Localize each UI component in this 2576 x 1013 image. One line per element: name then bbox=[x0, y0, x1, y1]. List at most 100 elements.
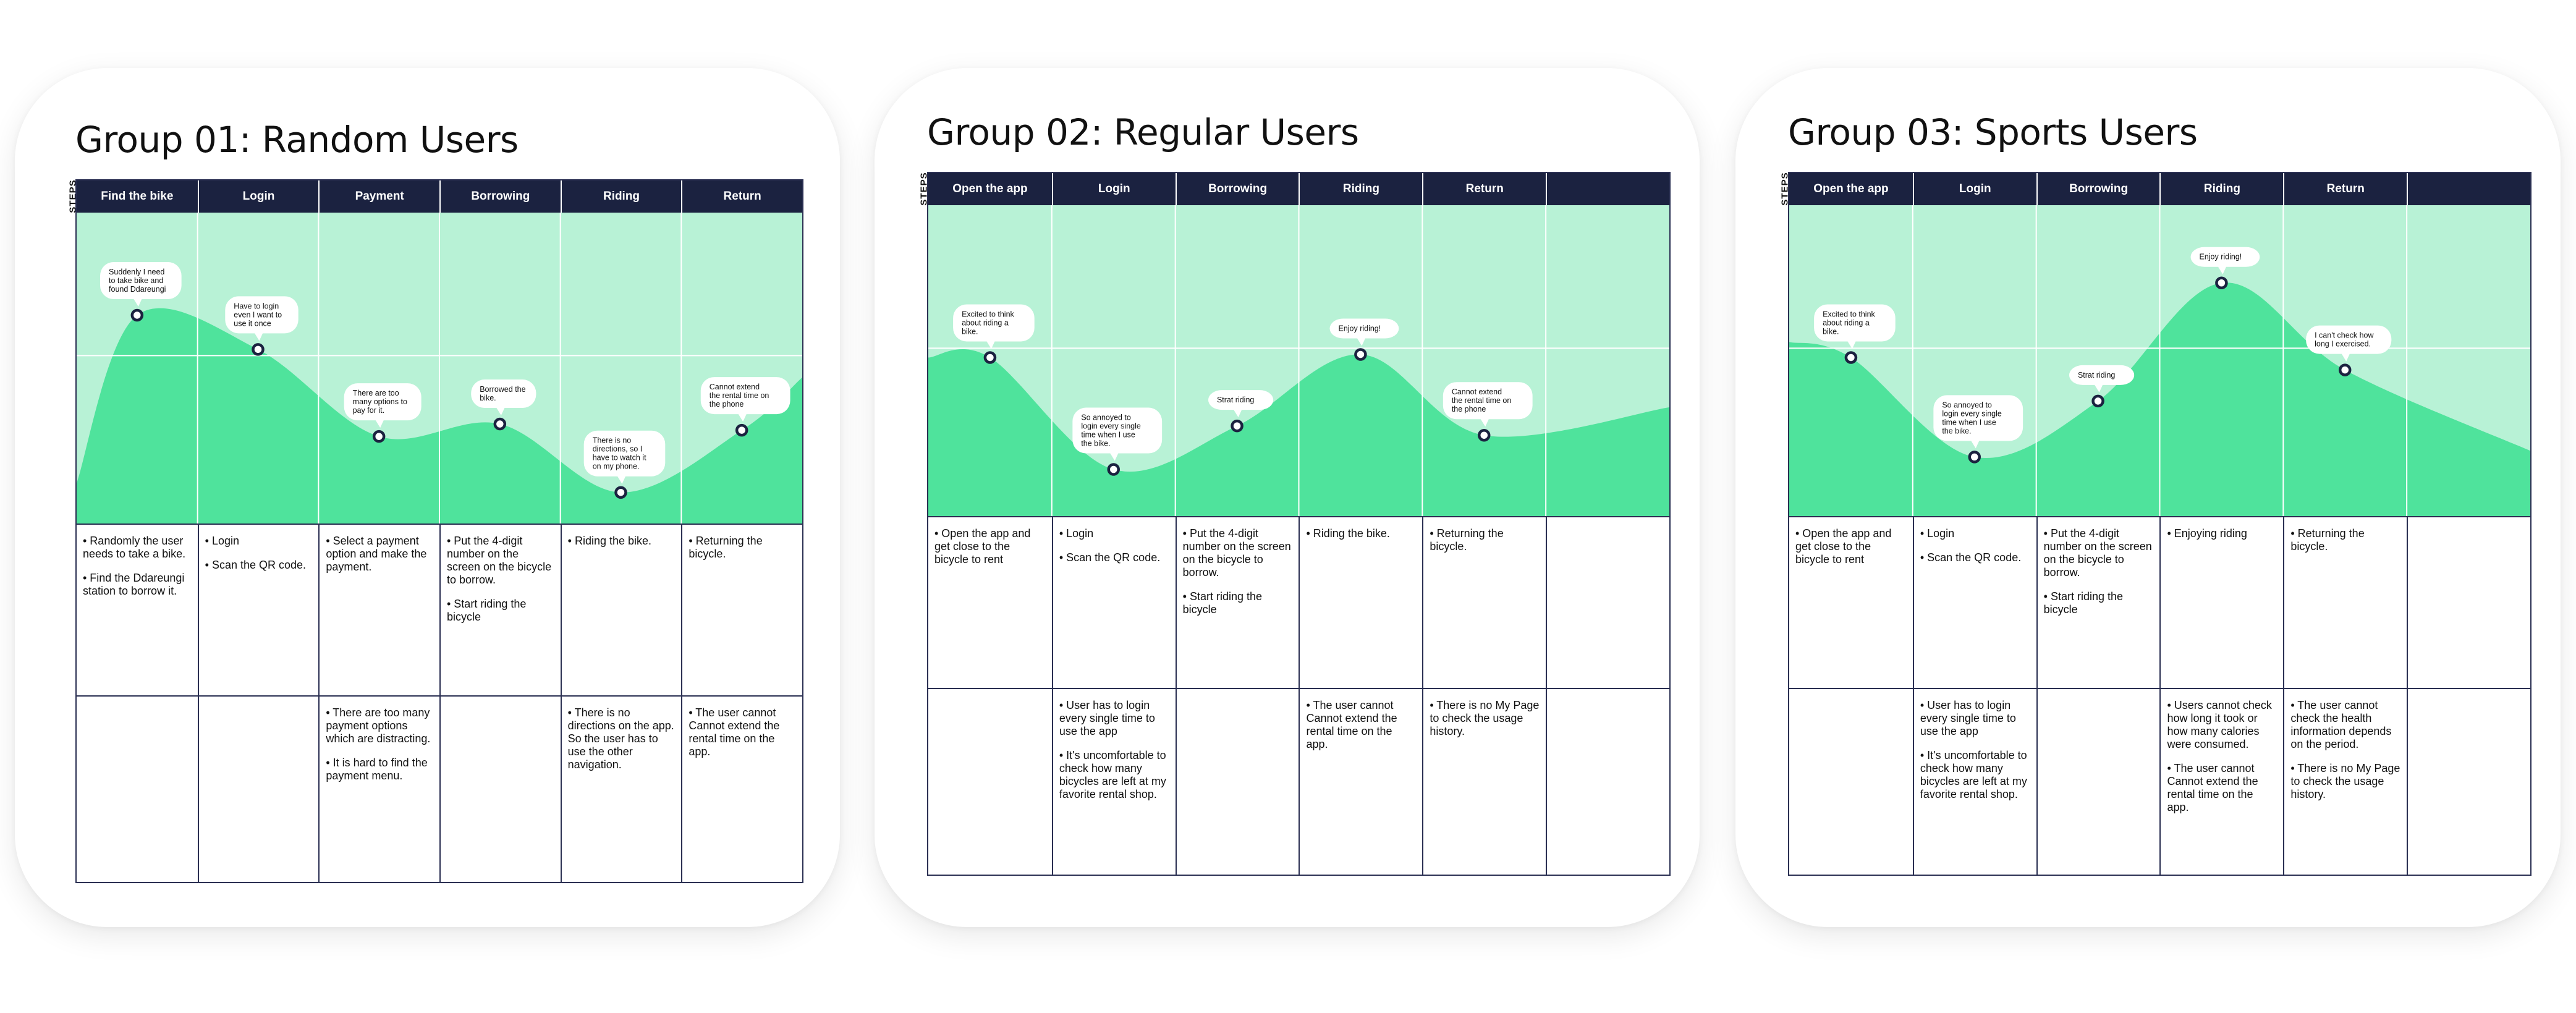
pain-item: • There is no My Page to check the usage… bbox=[1430, 699, 1540, 737]
behavior-item: • Put the 4-digit number on the screen o… bbox=[1182, 527, 1291, 579]
bubble-text: Enjoy riding! bbox=[2200, 253, 2242, 261]
emotion-point-marker bbox=[735, 423, 748, 437]
bubble-text: time when I use bbox=[1081, 431, 1135, 439]
pain-cell: • The user cannot Cannot extend the rent… bbox=[1299, 688, 1423, 875]
behavior-item: • Returning the bicycle. bbox=[2290, 527, 2365, 553]
bubble-text: Enjoy riding! bbox=[1339, 324, 1381, 333]
behavior-cell: • Login• Scan the QR code. bbox=[1051, 516, 1176, 688]
behavior-cell: • Enjoying riding bbox=[2159, 516, 2284, 688]
emotion-point-marker bbox=[2091, 394, 2104, 408]
bubble-text: There are too bbox=[353, 389, 399, 397]
emotion-point-marker bbox=[2338, 363, 2352, 376]
pain-cell bbox=[1175, 688, 1299, 875]
group-title: Group 03: Sports Users bbox=[1788, 111, 2198, 153]
pain-item: • User has to login every single time to… bbox=[1059, 699, 1155, 737]
step-header: Login bbox=[1051, 173, 1176, 205]
behavior-item: • Riding the bike. bbox=[567, 535, 652, 547]
bubble-text: So annoyed to bbox=[1942, 401, 1992, 409]
emotion-point-marker bbox=[1231, 419, 1244, 433]
bubble-text: about riding a bbox=[962, 318, 1009, 327]
group-title: Group 02: Regular Users bbox=[927, 111, 1359, 153]
pain-item: • It's uncomfortable to check how many b… bbox=[1920, 749, 2027, 800]
emotion-point-marker bbox=[130, 308, 144, 322]
step-header: Return bbox=[2283, 173, 2407, 205]
pain-cell: • User has to login every single time to… bbox=[1912, 688, 2036, 875]
pain-cell: • The user cannot check the health infor… bbox=[2283, 688, 2407, 875]
behavior-item: • Login bbox=[1920, 527, 1955, 540]
behavior-cell: • Riding the bike. bbox=[1299, 516, 1423, 688]
behavior-item: • Put the 4-digit number on the screen o… bbox=[447, 535, 552, 586]
behavior-cell: • Select a payment option and make the p… bbox=[318, 523, 439, 695]
bubble-text: about riding a bbox=[1823, 318, 1870, 327]
behavior-item: • Randomly the user needs to take a bike… bbox=[83, 535, 186, 560]
step-header: Riding bbox=[1299, 173, 1423, 205]
behavior-cell: • Randomly the user needs to take a bike… bbox=[77, 523, 198, 695]
pain-cell bbox=[2407, 688, 2530, 875]
bubble-text: Strat riding bbox=[1217, 396, 1254, 404]
pain-cell bbox=[77, 695, 198, 882]
behavior-cell: • Returning the bicycle. bbox=[2283, 516, 2407, 688]
behavior-cell: • Open the app and get close to the bicy… bbox=[928, 516, 1052, 688]
behavior-item: • Returning the bicycle. bbox=[1430, 527, 1504, 553]
bubble-text: even I want to bbox=[234, 310, 282, 319]
bubble-text: Strat riding bbox=[2078, 371, 2115, 379]
pain-cell: • The user cannot Cannot extend the rent… bbox=[681, 695, 802, 882]
behavior-cell: • Login• Scan the QR code. bbox=[197, 523, 319, 695]
bubble-text: use it once bbox=[234, 319, 271, 328]
bubble-text: directions, so I bbox=[593, 445, 643, 454]
behavior-item: • Find the Ddareungi station to borrow i… bbox=[83, 572, 185, 597]
step-header bbox=[2407, 173, 2530, 205]
pain-item: • The user cannot Cannot extend the rent… bbox=[688, 706, 780, 758]
behavior-cell: • Returning the bicycle. bbox=[681, 523, 802, 695]
pain-cell: • There is no directions on the app. So … bbox=[560, 695, 682, 882]
speech-bubble: Enjoy riding! bbox=[1329, 318, 1399, 346]
pain-item: • There is no directions on the app. So … bbox=[567, 706, 674, 771]
pain-item: • It is hard to find the payment menu. bbox=[326, 757, 428, 782]
step-header: Return bbox=[1422, 173, 1546, 205]
bubble-text: long I exercised. bbox=[2315, 340, 2371, 349]
step-header bbox=[1546, 173, 1669, 205]
behavior-cell bbox=[1546, 516, 1669, 688]
bubble-text: the bike. bbox=[1081, 439, 1110, 448]
group-title: Group 01: Random Users bbox=[75, 119, 519, 161]
emotion-point-marker bbox=[493, 417, 507, 431]
bubble-text: Excited to think bbox=[1823, 310, 1875, 318]
behavior-cell: • Put the 4-digit number on the screen o… bbox=[1175, 516, 1299, 688]
behavior-item: • Start riding the bicycle bbox=[1182, 590, 1263, 616]
pain-cell: • Users cannot check how long it took or… bbox=[2159, 688, 2284, 875]
behavior-cell: • Put the 4-digit number on the screen o… bbox=[439, 523, 561, 695]
step-header: Riding bbox=[2159, 173, 2284, 205]
bubble-text: have to watch it bbox=[593, 454, 646, 462]
bubble-text: the phone bbox=[1452, 405, 1486, 413]
bubble-text: There is no bbox=[593, 436, 632, 445]
behavior-item: • Start riding the bicycle bbox=[2043, 590, 2124, 616]
speech-bubble: Strat riding bbox=[1208, 390, 1274, 418]
emotion-point-marker bbox=[252, 343, 265, 356]
emotion-area bbox=[77, 308, 802, 523]
behavior-cell: • Riding the bike. bbox=[560, 523, 682, 695]
bubble-text: So annoyed to bbox=[1081, 413, 1131, 422]
bubble-text: the rental time on bbox=[710, 391, 769, 400]
bubble-text: Borrowed the bbox=[480, 385, 525, 394]
emotion-point-marker bbox=[372, 430, 386, 443]
behavior-item: • Open the app and get close to the bicy… bbox=[1795, 527, 1892, 566]
bubble-text: Cannot extend bbox=[1452, 388, 1502, 396]
pain-item: • The user cannot check the health infor… bbox=[2290, 699, 2392, 750]
pain-item: • Users cannot check how long it took or… bbox=[2167, 699, 2272, 750]
emotion-point-marker bbox=[2215, 276, 2228, 290]
bubble-text: the bike. bbox=[1942, 426, 1971, 435]
emotion-point-marker bbox=[1107, 463, 1120, 476]
behavior-cell bbox=[2407, 516, 2530, 688]
step-header: Payment bbox=[318, 180, 439, 213]
bubble-text: found Ddareungi bbox=[109, 285, 166, 294]
